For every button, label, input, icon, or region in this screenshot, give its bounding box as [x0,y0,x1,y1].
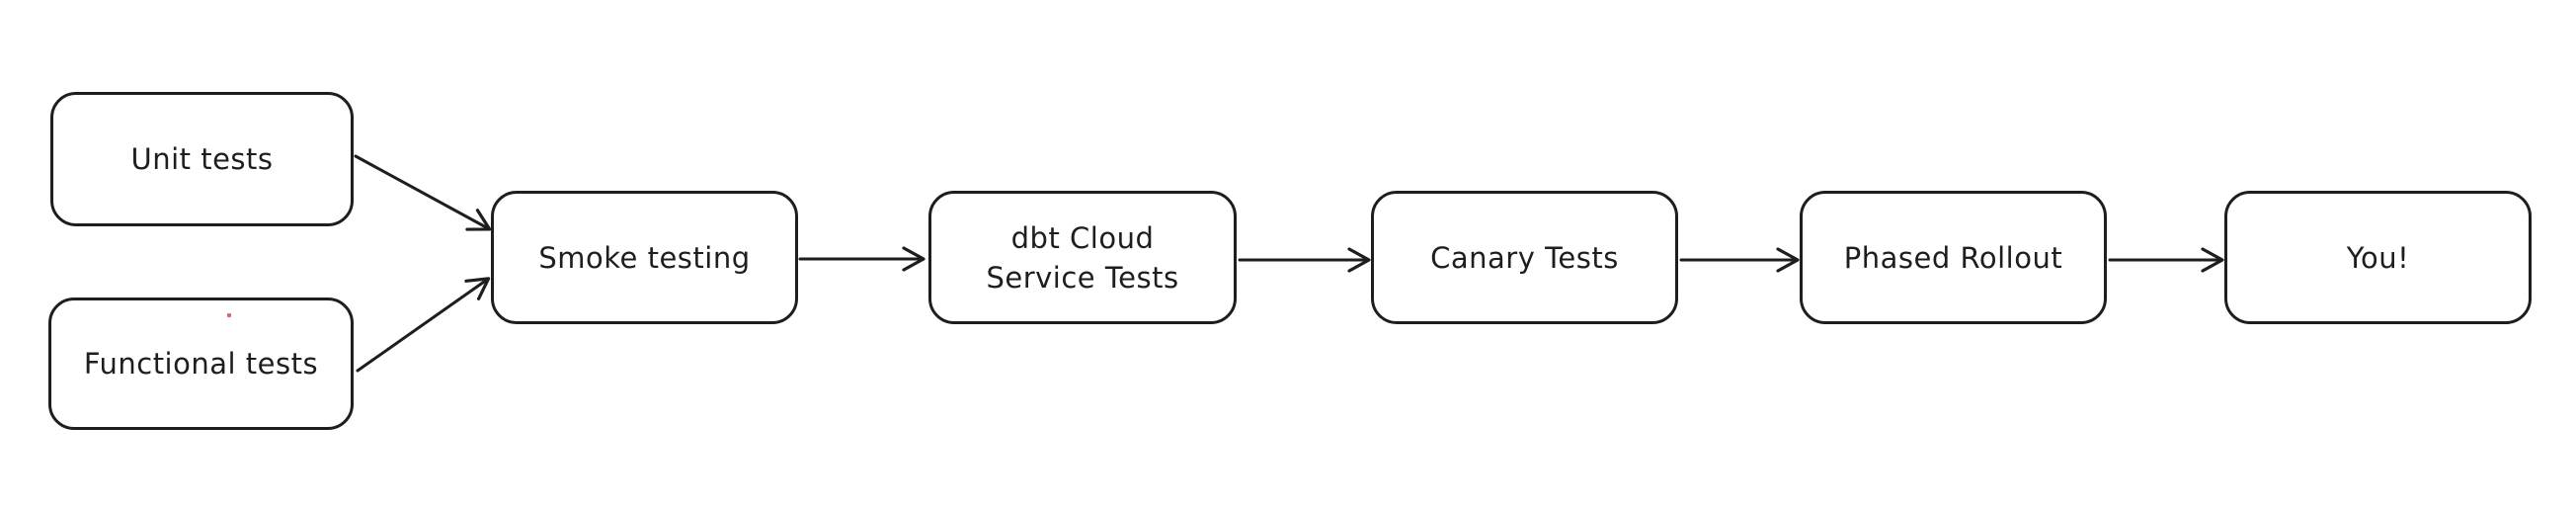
red-pixel-artifact [227,313,231,317]
node-dbt-label-line-2: Service Tests [986,260,1179,295]
edge-functional-tests-to-smoke-testing [356,277,491,373]
node-canary-tests-label: Canary Tests [1430,240,1619,275]
node-canary-tests: Canary Tests [1371,191,1678,324]
node-functional-tests: Functional tests [48,298,354,430]
node-phased-rollout-label: Phased Rollout [1843,240,2063,275]
node-unit-tests-label: Unit tests [130,142,274,176]
node-functional-tests-label: Functional tests [83,347,319,381]
node-smoke-testing: Smoke testing [491,191,798,324]
node-dbt-cloud-service-tests: dbt Cloud Service Tests [928,191,1237,324]
node-phased-rollout: Phased Rollout [1800,191,2107,324]
node-you-label: You! [2346,240,2410,275]
edge-unit-tests-to-smoke-testing [354,154,492,231]
node-dbt-label-line-1: dbt Cloud [1010,220,1155,255]
node-unit-tests: Unit tests [50,92,354,226]
node-smoke-testing-label: Smoke testing [538,240,751,275]
node-you: You! [2224,191,2532,324]
